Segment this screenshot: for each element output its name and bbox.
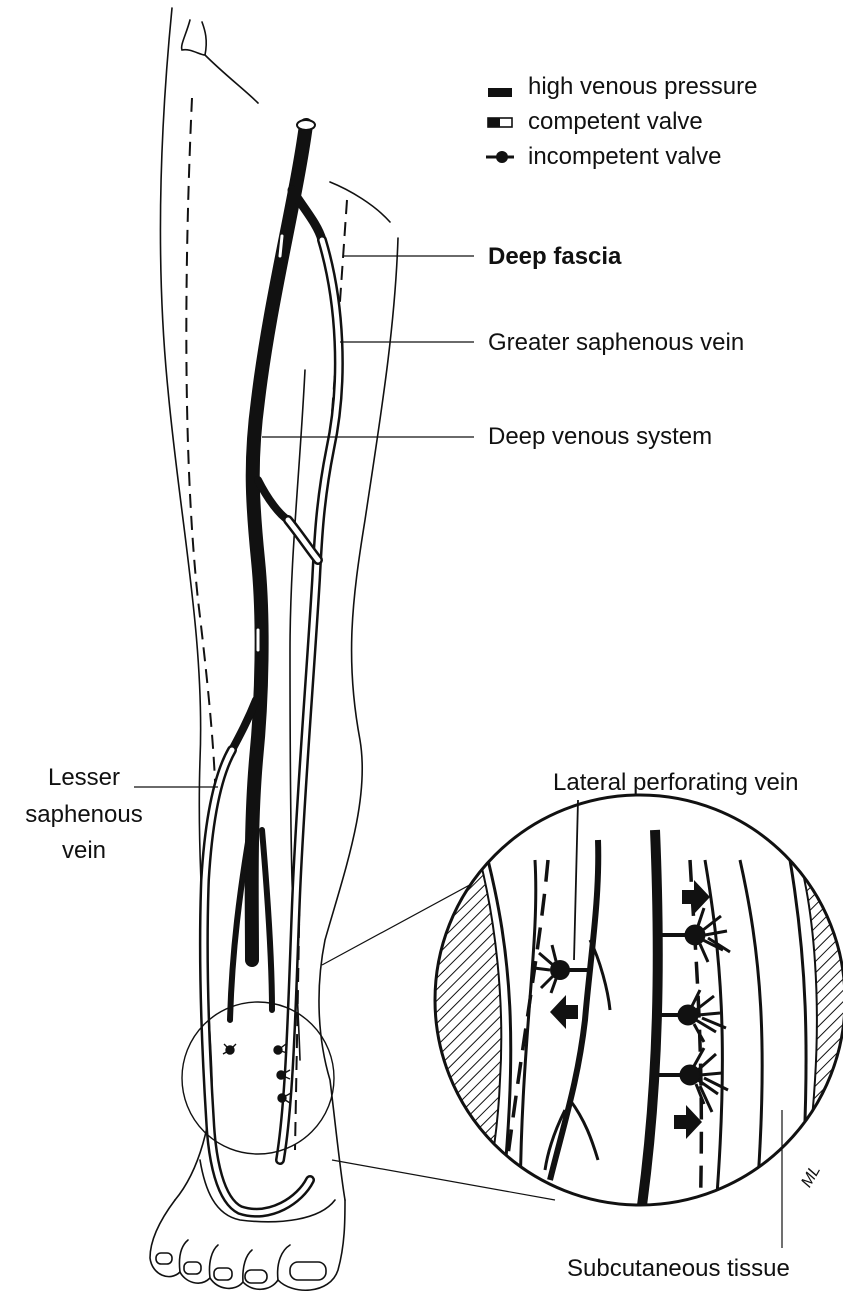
label-deep-fascia: Deep fascia <box>488 243 622 270</box>
ankle-perforators <box>223 1044 291 1103</box>
deep-venous-system <box>230 120 322 1020</box>
line-dot-icon <box>486 151 514 163</box>
label-deep-venous-system: Deep venous system <box>488 423 712 450</box>
deep-vein-opening <box>297 120 315 130</box>
half-filled-bar-icon <box>488 118 512 127</box>
legend-label-competent-valve: competent valve <box>528 108 703 135</box>
lesser-line-2: saphenous <box>25 801 142 828</box>
label-greater-saphenous-vein: Greater saphenous vein <box>488 329 744 356</box>
lesser-line-3: vein <box>62 837 106 864</box>
toenail-2 <box>184 1262 201 1274</box>
toenail-5 <box>290 1262 326 1280</box>
toenail-4 <box>245 1270 267 1283</box>
thigh-inner-line <box>205 55 258 103</box>
toenail-1 <box>156 1253 172 1264</box>
legend-label-incompetent-valve: incompetent valve <box>528 143 721 170</box>
legend-label-high-venous-pressure: high venous pressure <box>528 73 757 100</box>
zoom-incompetent-valve-r1 <box>685 925 705 945</box>
fascia-dashed-left <box>186 98 216 810</box>
hatched-left-fascia <box>420 860 501 1220</box>
filled-bar-icon <box>488 88 512 97</box>
deep-vein-lower-right <box>262 830 272 1010</box>
deep-vein-branch-knee <box>258 480 288 520</box>
label-lateral-perforating-vein: Lateral perforating vein <box>553 769 798 796</box>
legend: high venous pressure competent valve inc… <box>486 73 757 170</box>
thigh-top-arc <box>330 182 390 222</box>
toenail-3 <box>214 1268 232 1280</box>
label-subcutaneous-tissue: Subcutaneous tissue <box>567 1255 790 1282</box>
zoom-incompetent-valve-r3 <box>680 1065 700 1085</box>
groin-crease <box>182 20 207 55</box>
zoomed-detail <box>420 780 843 1220</box>
label-lesser-saphenous-vein: Lesser saphenous vein <box>25 764 142 864</box>
toe-cleft-4 <box>278 1245 290 1280</box>
lesser-line-1: Lesser <box>48 764 120 791</box>
leg-outline <box>160 8 398 1200</box>
artist-signature: ML <box>798 1163 824 1191</box>
competent-valve-mark-1 <box>280 236 282 256</box>
foot <box>150 1160 345 1290</box>
zoom-incompetent-valve-r2 <box>678 1005 698 1025</box>
